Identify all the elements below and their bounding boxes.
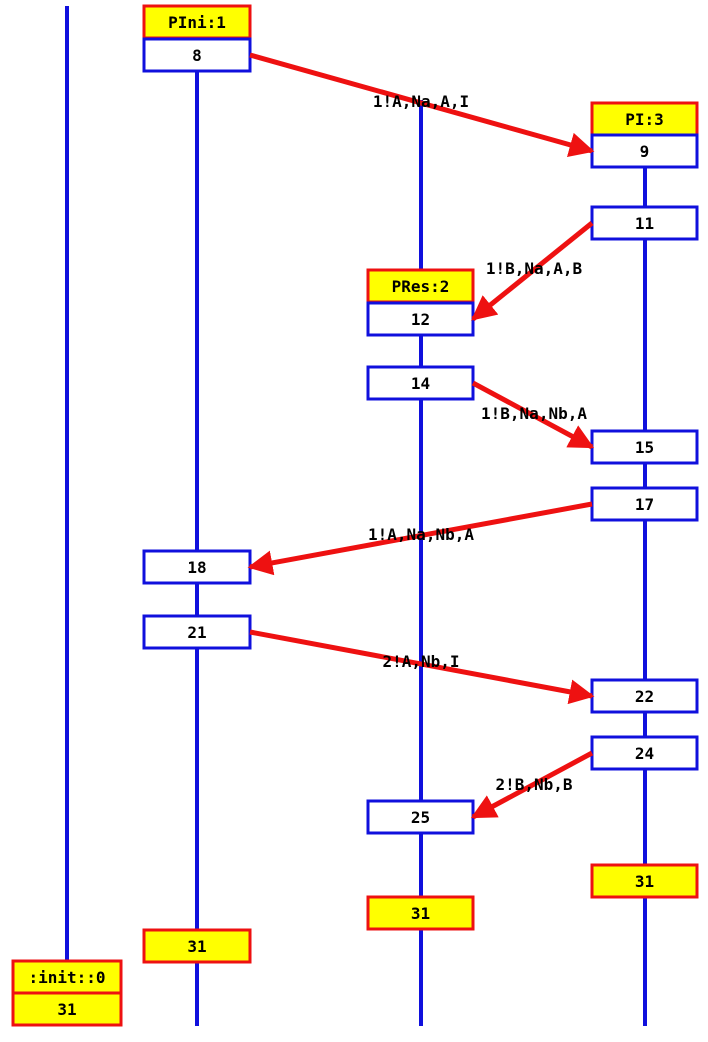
process-header-pini: PIni:1 — [142, 4, 252, 40]
state-box-18-label: 18 — [187, 558, 206, 577]
final-state-pini: 31 — [142, 928, 252, 964]
process-header-init-label: :init::0 — [28, 968, 105, 987]
state-box-21: 21 — [142, 614, 252, 650]
message-arrow — [249, 629, 595, 705]
process-header-init: :init::0 — [11, 959, 123, 995]
message-label: 1!B,Na,Nb,A — [481, 404, 587, 423]
state-box-8-label: 8 — [192, 46, 202, 65]
process-header-pini-label: PIni:1 — [168, 13, 226, 32]
message-label: 2!B,Nb,B — [495, 775, 572, 794]
state-box-14-label: 14 — [411, 374, 430, 393]
state-box-22-label: 22 — [635, 687, 654, 706]
process-header-pi: PI:3 — [590, 101, 699, 137]
state-box-11: 11 — [590, 205, 699, 241]
message-label: 1!A,Na,A,I — [373, 92, 469, 111]
state-box-9: 9 — [590, 133, 699, 169]
message-label: 1!A,Na,Nb,A — [368, 525, 474, 544]
final-state-pini-label: 31 — [187, 937, 206, 956]
final-state-init-label: 31 — [57, 1000, 76, 1019]
final-state-pi-label: 31 — [635, 872, 654, 891]
state-box-11-label: 11 — [635, 214, 654, 233]
message-label: 2!A,Nb,I — [382, 652, 459, 671]
state-box-17-label: 17 — [635, 495, 654, 514]
message-label: 1!B,Na,A,B — [486, 259, 583, 278]
message-arrow — [247, 501, 593, 576]
state-box-24-label: 24 — [635, 744, 654, 763]
state-box-15: 15 — [590, 429, 699, 465]
state-box-25-label: 25 — [411, 808, 430, 827]
process-header-pi-label: PI:3 — [625, 110, 664, 129]
message-arrow — [471, 380, 595, 450]
message-arrow — [470, 750, 594, 820]
final-state-pres: 31 — [366, 895, 475, 931]
final-state-pres-label: 31 — [411, 904, 430, 923]
state-box-9-label: 9 — [640, 142, 650, 161]
message-arrow — [471, 221, 594, 321]
process-header-pres-label: PRes:2 — [392, 277, 450, 296]
state-box-17: 17 — [590, 486, 699, 522]
state-box-22: 22 — [590, 678, 699, 714]
final-state-init: 31 — [11, 991, 123, 1027]
state-box-12-label: 12 — [411, 310, 430, 329]
process-header-pres: PRes:2 — [366, 268, 475, 304]
state-box-21-label: 21 — [187, 623, 206, 642]
state-box-25: 25 — [366, 799, 475, 835]
state-box-15-label: 15 — [635, 438, 654, 457]
state-box-24: 24 — [590, 735, 699, 771]
message-arrow — [249, 52, 595, 157]
state-box-18: 18 — [142, 549, 252, 585]
state-box-14: 14 — [366, 365, 475, 401]
final-state-pi: 31 — [590, 863, 699, 899]
state-box-8: 8 — [142, 37, 252, 73]
state-box-12: 12 — [366, 301, 475, 337]
